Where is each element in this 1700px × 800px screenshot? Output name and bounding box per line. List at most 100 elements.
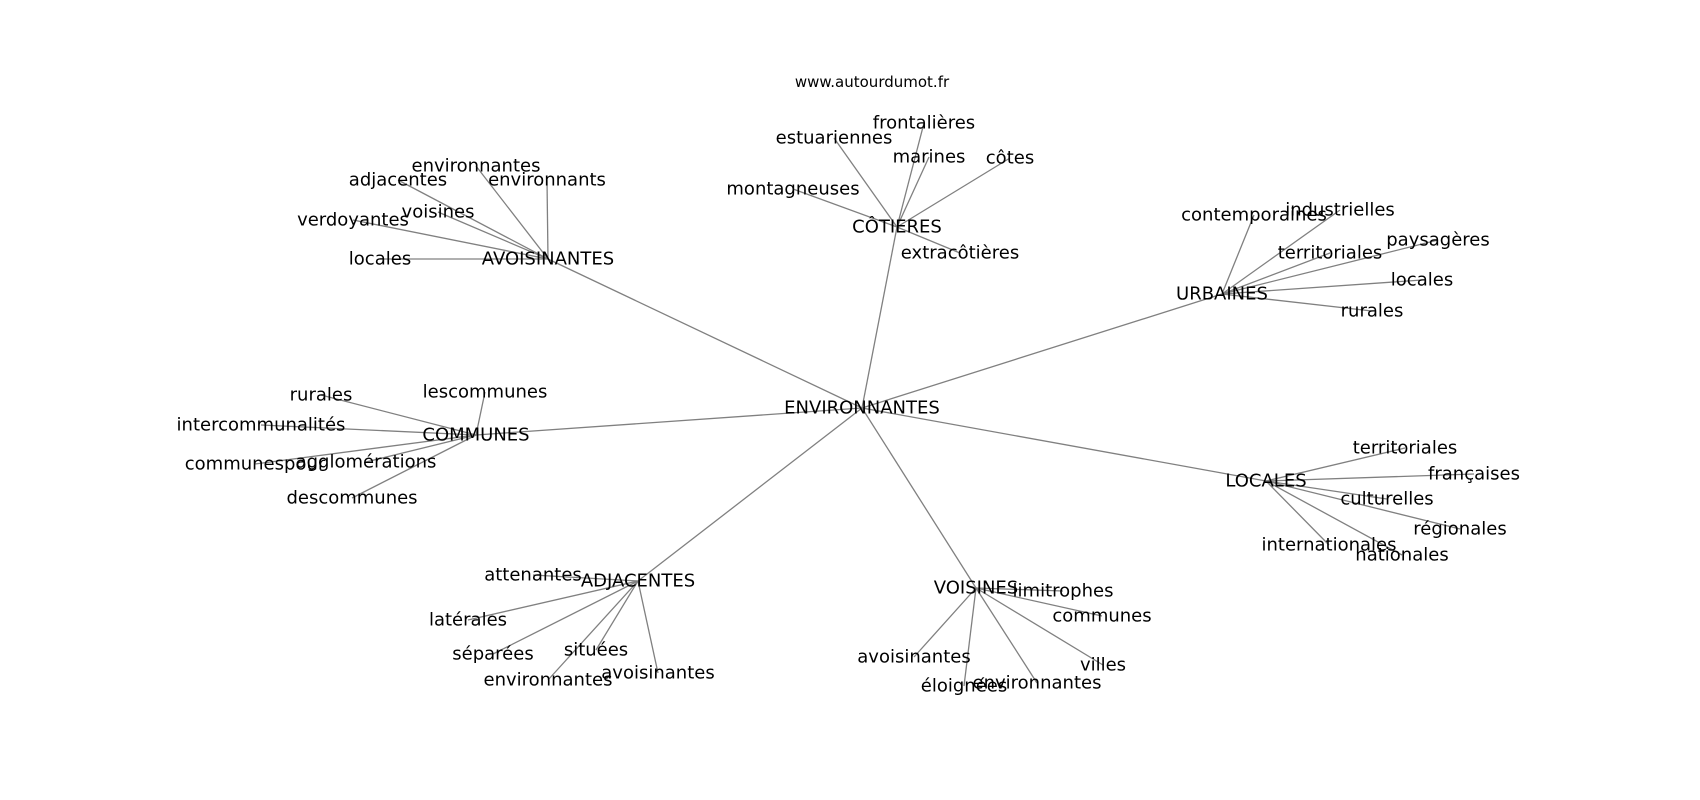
edge-locales-francaises: [1265, 473, 1475, 482]
leaf-node-voisines-eloignees: éloignées: [921, 676, 1007, 697]
edge-urbaines-territoriales: [1221, 252, 1331, 295]
edge-urbaines-paysageres: [1221, 239, 1439, 295]
leaf-node-cotieres-estuariennes: estuariennes: [776, 128, 893, 149]
leaf-node-adjacentes-attenantes: attenantes: [484, 565, 582, 586]
edge-cotieres-extracotieres: [896, 226, 961, 254]
leaf-node-communes-communespour: communespour: [185, 454, 326, 475]
leaf-node-avoisinantes-environnantes: environnantes: [412, 156, 541, 177]
edge-cotieres-marines: [896, 156, 930, 228]
leaf-node-cotieres-marines: marines: [893, 147, 966, 168]
edge-root-voisines: [861, 407, 977, 589]
graph-edges: [254, 122, 1475, 687]
edge-voisines-eloignees: [963, 587, 977, 687]
edge-urbaines-contemporaines: [1221, 214, 1255, 295]
edge-voisines-environnantes: [975, 587, 1038, 684]
edge-avoisinantes-voisines: [437, 211, 549, 260]
leaf-node-urbaines-locales: locales: [1391, 270, 1453, 291]
group-node-cotieres: CÔTIERES: [852, 216, 942, 238]
edge-avoisinantes-environnants: [546, 179, 549, 260]
group-node-communes: COMMUNES: [422, 425, 529, 446]
group-node-urbaines: URBAINES: [1176, 284, 1268, 305]
leaf-node-avoisinantes-voisines: voisines: [402, 202, 475, 223]
edge-cotieres-estuariennes: [833, 137, 898, 228]
edge-communes-agglomerations: [365, 434, 477, 463]
group-node-avoisinantes: AVOISINANTES: [482, 249, 614, 270]
leaf-node-communes-lescommunes: lescommunes: [423, 382, 548, 403]
leaf-node-voisines-villes: villes: [1080, 655, 1126, 676]
edge-voisines-villes: [975, 587, 1104, 666]
leaf-node-voisines-limitrophes: limitrophes: [1013, 581, 1114, 602]
root-node-label: ENVIRONNANTES: [784, 398, 940, 419]
edge-adjacentes-laterales: [467, 580, 639, 621]
leaf-node-voisines-avoisinantes: avoisinantes: [857, 647, 970, 668]
leaf-node-adjacentes-situees: situées: [564, 640, 628, 661]
leaf-node-adjacentes-laterales: latérales: [429, 610, 507, 631]
source-caption: www.autourdumot.fr: [795, 73, 950, 91]
edge-urbaines-industrielles: [1221, 209, 1341, 295]
edge-communes-rurales: [320, 394, 477, 436]
leaf-node-urbaines-territoriales: territoriales: [1278, 243, 1383, 264]
edge-locales-territoriales: [1265, 447, 1406, 482]
edge-voisines-avoisinantes: [913, 587, 977, 658]
leaf-node-cotieres-montagneuses: montagneuses: [726, 179, 859, 200]
edge-adjacentes-environnantes: [547, 580, 639, 681]
leaf-node-voisines-communes: communes: [1052, 606, 1151, 627]
edge-avoisinantes-adjacentes: [397, 179, 549, 260]
leaf-node-cotieres-extracotieres: extracôtières: [901, 243, 1019, 264]
edge-communes-descommunes: [351, 434, 477, 499]
leaf-node-locales-territoriales: territoriales: [1353, 438, 1458, 459]
edge-avoisinantes-environnantes: [475, 165, 549, 260]
edge-root-avoisinantes: [547, 258, 863, 409]
group-node-voisines: VOISINES: [934, 578, 1018, 599]
edge-communes-communespour: [254, 434, 477, 465]
group-node-adjacentes: ADJACENTES: [581, 571, 695, 592]
leaf-node-communes-agglomerations: agglomérations: [296, 452, 437, 473]
leaf-node-urbaines-rurales: rurales: [1341, 301, 1404, 322]
leaf-node-cotieres-frontalieres: frontalières: [873, 113, 975, 134]
leaf-node-adjacentes-avoisinantes: avoisinantes: [601, 663, 714, 684]
edge-locales-culturelles: [1265, 480, 1388, 500]
leaf-node-avoisinantes-adjacentes: adjacentes: [349, 170, 447, 191]
edge-cotieres-frontalieres: [896, 122, 925, 228]
edge-voisines-limitrophes: [975, 587, 1064, 592]
leaf-node-communes-descommunes: descommunes: [286, 488, 417, 509]
leaf-node-adjacentes-environnantes: environnantes: [484, 670, 613, 691]
leaf-node-cotieres-cotes: côtes: [986, 148, 1034, 169]
edge-adjacentes-avoisinantes: [637, 580, 659, 674]
edge-adjacentes-situees: [595, 580, 639, 651]
edge-communes-lescommunes: [475, 391, 486, 436]
edge-root-adjacentes: [637, 407, 863, 582]
leaf-node-adjacentes-separees: séparées: [452, 644, 533, 665]
leaf-node-locales-culturelles: culturelles: [1340, 489, 1433, 510]
graph-labels: ENVIRONNANTES CÔTIERES frontalièresestuari…: [177, 113, 1520, 697]
group-node-locales: LOCALES: [1225, 471, 1306, 492]
edge-cotieres-montagneuses: [792, 188, 898, 228]
leaf-node-locales-regionales: régionales: [1413, 519, 1506, 540]
edge-root-cotieres: [861, 226, 898, 409]
leaf-node-locales-nationales: nationales: [1355, 545, 1448, 566]
edge-avoisinantes-verdoyantes: [352, 219, 549, 260]
leaf-node-avoisinantes-verdoyantes: verdoyantes: [297, 210, 409, 231]
edge-urbaines-locales: [1221, 279, 1423, 295]
leaf-node-urbaines-contemporaines: contemporaines: [1181, 205, 1327, 226]
edge-locales-nationales: [1265, 480, 1403, 556]
leaf-node-communes-intercommunalites: intercommunalités: [177, 415, 346, 436]
edge-root-communes: [475, 407, 863, 436]
edge-locales-internationales: [1265, 480, 1330, 546]
edge-voisines-communes: [975, 587, 1103, 617]
leaf-node-avoisinantes-environnants: environnants: [488, 170, 606, 191]
leaf-node-locales-internationales: internationales: [1261, 535, 1396, 556]
edge-cotieres-cotes: [896, 157, 1011, 228]
leaf-node-communes-rurales: rurales: [290, 385, 353, 406]
edge-root-locales: [861, 407, 1267, 482]
edge-root-urbaines: [861, 293, 1223, 409]
edge-locales-regionales: [1265, 480, 1461, 530]
edge-urbaines-rurales: [1221, 293, 1373, 312]
leaf-node-urbaines-industrielles: industrielles: [1285, 200, 1395, 221]
leaf-node-voisines-environnantes: environnantes: [973, 673, 1102, 694]
leaf-node-avoisinantes-locales: locales: [349, 249, 411, 270]
leaf-node-locales-francaises: françaises: [1428, 464, 1520, 485]
edge-adjacentes-attenantes: [532, 574, 639, 582]
edge-communes-intercommunalites: [260, 424, 477, 436]
